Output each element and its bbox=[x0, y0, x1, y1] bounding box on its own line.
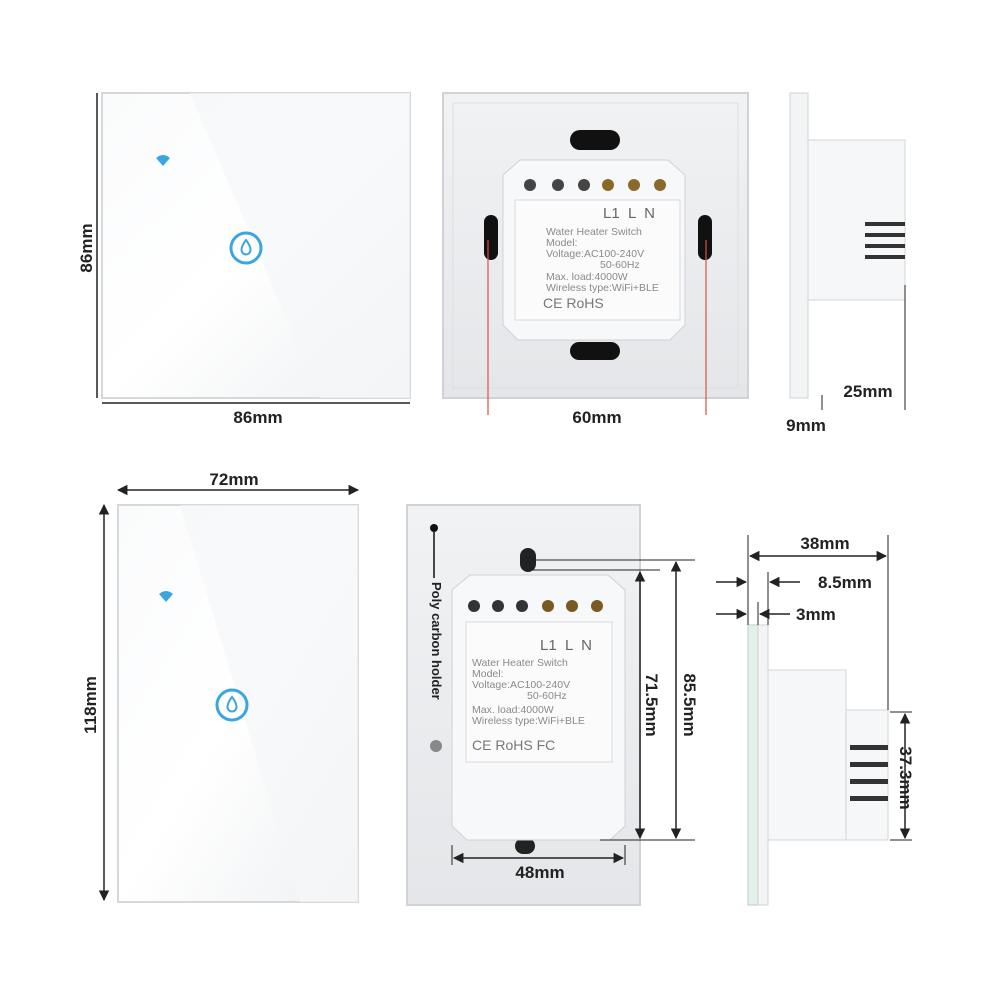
svg-text:60mm: 60mm bbox=[572, 408, 621, 427]
svg-text:CE RoHS FC: CE RoHS FC bbox=[472, 737, 555, 753]
svg-text:CE RoHS: CE RoHS bbox=[543, 295, 604, 311]
eu-depth-dimension: 25mm bbox=[821, 285, 906, 410]
water-drop-touch-button bbox=[229, 231, 263, 265]
svg-text:Voltage:AC100-240V: Voltage:AC100-240V bbox=[472, 679, 570, 691]
water-drop-icon bbox=[226, 695, 238, 713]
us-module-height-dimension: 37.3mm bbox=[890, 711, 915, 841]
eu-glass-dimension: 9mm bbox=[786, 416, 826, 435]
svg-text:Voltage:AC100-240V: Voltage:AC100-240V bbox=[546, 248, 644, 260]
svg-text:L1 L N: L1 L N bbox=[603, 205, 655, 222]
svg-text:37.3mm: 37.3mm bbox=[896, 746, 915, 809]
us-side-view bbox=[747, 624, 889, 906]
eu-module-width-dimension: 60mm bbox=[487, 240, 707, 427]
svg-text:L1 L N: L1 L N bbox=[540, 637, 592, 654]
us-height-dimension: 118mm bbox=[81, 503, 110, 902]
eu-height-dimension: 86mm bbox=[77, 93, 98, 398]
svg-text:Max. load:4000W: Max. load:4000W bbox=[472, 704, 554, 716]
svg-text:Water Heater Switch: Water Heater Switch bbox=[546, 226, 642, 238]
wifi-indicator-icon bbox=[156, 155, 170, 166]
us-glass-dimension: 3mm bbox=[716, 602, 836, 625]
svg-text:85.5mm: 85.5mm bbox=[680, 673, 699, 736]
svg-text:86mm: 86mm bbox=[77, 223, 96, 272]
svg-text:38mm: 38mm bbox=[800, 534, 849, 553]
svg-text:86mm: 86mm bbox=[233, 408, 282, 427]
water-drop-touch-button bbox=[215, 688, 249, 722]
svg-text:50-60Hz: 50-60Hz bbox=[527, 690, 567, 702]
us-switch-module: L1 L N Water Heater Switch Model: Voltag… bbox=[451, 574, 626, 841]
svg-text:9mm: 9mm bbox=[786, 416, 826, 435]
us-depth-dimension: 38mm bbox=[747, 534, 889, 710]
svg-text:71.5mm: 71.5mm bbox=[642, 673, 661, 736]
svg-text:72mm: 72mm bbox=[209, 470, 258, 489]
svg-text:Water Heater Switch: Water Heater Switch bbox=[472, 657, 568, 669]
svg-text:48mm: 48mm bbox=[515, 863, 564, 882]
water-drop-icon bbox=[240, 238, 252, 256]
us-module-width-dimension: 48mm bbox=[451, 845, 626, 882]
us-front-panel bbox=[117, 504, 359, 903]
us-module-outer-dimension: 85.5mm bbox=[536, 559, 699, 841]
svg-text:25mm: 25mm bbox=[843, 382, 892, 401]
poly-carbon-holder-callout: Poly carbon holder bbox=[429, 524, 444, 700]
us-back-panel: L1 L N Water Heater Switch Model: Voltag… bbox=[406, 504, 641, 906]
eu-back-panel: L1 L N Water Heater Switch Model: Voltag… bbox=[442, 92, 749, 399]
eu-switch-module: L1 L N Water Heater Switch Model: Voltag… bbox=[502, 159, 686, 341]
svg-text:50-60Hz: 50-60Hz bbox=[600, 259, 640, 271]
eu-front-panel bbox=[101, 92, 411, 399]
eu-width-dimension: 86mm bbox=[102, 402, 410, 427]
svg-text:Wireless type:WiFi+BLE: Wireless type:WiFi+BLE bbox=[472, 715, 585, 727]
svg-text:Model:: Model: bbox=[546, 237, 578, 249]
wifi-indicator-icon bbox=[159, 591, 173, 602]
us-width-dimension: 72mm bbox=[116, 470, 360, 496]
svg-text:3mm: 3mm bbox=[796, 605, 836, 624]
svg-text:Model:: Model: bbox=[472, 668, 504, 680]
svg-text:Max. load:4000W: Max. load:4000W bbox=[546, 271, 628, 283]
svg-text:Poly carbon holder: Poly carbon holder bbox=[429, 582, 444, 700]
eu-side-view bbox=[789, 92, 906, 399]
svg-text:Wireless type:WiFi+BLE: Wireless type:WiFi+BLE bbox=[546, 282, 659, 294]
svg-text:8.5mm: 8.5mm bbox=[818, 573, 872, 592]
us-offset-dimension: 8.5mm bbox=[716, 572, 872, 625]
svg-text:118mm: 118mm bbox=[81, 676, 100, 734]
